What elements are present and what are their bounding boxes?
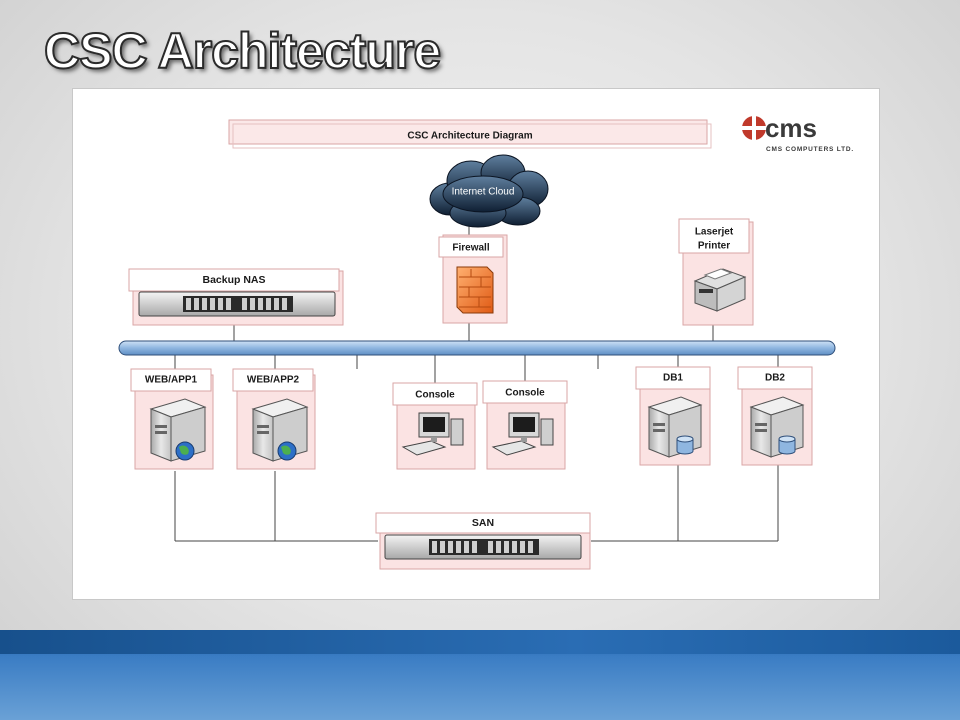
bottom-band-stripe xyxy=(0,630,960,654)
bottom-decorative-band xyxy=(0,630,960,720)
web-server-icon xyxy=(149,398,207,462)
console2-label: Console xyxy=(505,388,545,399)
web-app1-label: WEB/APP1 xyxy=(145,375,198,386)
firewall-node: Firewall xyxy=(438,234,508,324)
web-app2-node: WEB/APP2 xyxy=(232,368,316,470)
san-rack-icon xyxy=(384,534,582,560)
db1-node: DB1 xyxy=(635,366,711,466)
db1-label: DB1 xyxy=(663,373,683,384)
workstation-icon xyxy=(401,412,464,456)
diagram-title: CSC Architecture Diagram xyxy=(407,131,532,142)
printer-icon xyxy=(693,268,747,312)
network-bus xyxy=(118,340,836,356)
slide-title: CSC Architecture xyxy=(43,22,442,80)
architecture-diagram: CSC Architecture Diagram cms CMS COMPUTE… xyxy=(118,113,854,570)
db2-node: DB2 xyxy=(737,366,813,466)
internet-cloud: Internet Cloud xyxy=(429,154,549,228)
web-app1-node: WEB/APP1 xyxy=(130,368,214,470)
console1-node: Console xyxy=(392,382,478,470)
backup-nas-rack-icon xyxy=(138,291,336,317)
console1-label: Console xyxy=(415,390,455,401)
backup-nas-label: Backup NAS xyxy=(202,274,265,286)
printer-label-line1: Laserjet xyxy=(695,227,734,238)
web-app2-label: WEB/APP2 xyxy=(247,375,300,386)
db2-label: DB2 xyxy=(765,373,785,384)
console2-node: Console xyxy=(482,380,568,470)
backup-nas-node: Backup NAS xyxy=(128,268,344,326)
cms-logo-text: cms xyxy=(765,113,817,143)
firewall-icon xyxy=(456,266,494,314)
database-server-icon xyxy=(749,396,805,458)
database-server-icon xyxy=(647,396,703,458)
internet-cloud-label: Internet Cloud xyxy=(452,187,515,198)
diagram-frame: CSC Architecture Diagram cms CMS COMPUTE… xyxy=(72,88,880,600)
cms-logo-tagline: CMS COMPUTERS LTD. xyxy=(766,146,854,153)
workstation-icon xyxy=(491,412,554,456)
san-label: SAN xyxy=(472,517,494,529)
diagram-title-banner: CSC Architecture Diagram xyxy=(228,119,712,149)
printer-label-line2: Printer xyxy=(698,241,730,252)
san-node: SAN xyxy=(375,512,591,570)
cms-logo: cms CMS COMPUTERS LTD. xyxy=(741,113,854,153)
printer-node: Laserjet Printer xyxy=(678,218,754,326)
firewall-label: Firewall xyxy=(452,243,489,254)
web-server-icon xyxy=(251,398,309,462)
